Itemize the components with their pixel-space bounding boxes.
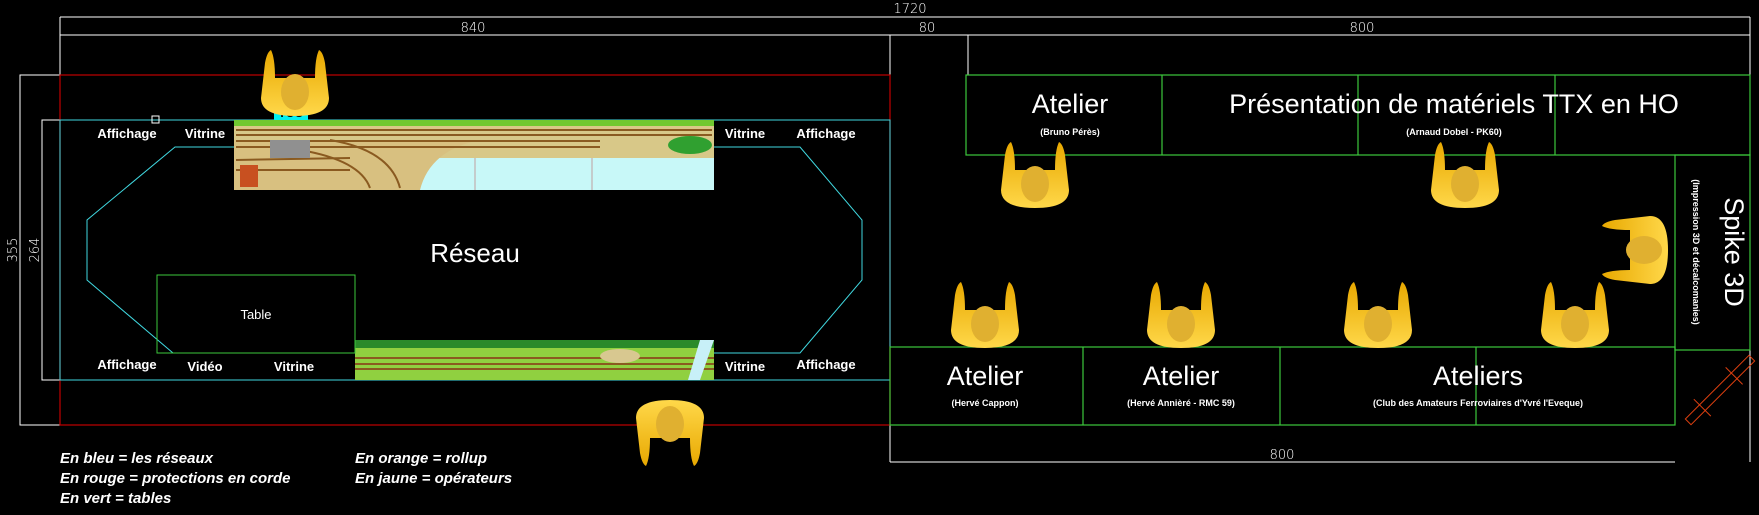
operator-icon <box>636 400 704 466</box>
stand-title: Atelier <box>1143 361 1220 391</box>
table-label: Table <box>240 307 271 322</box>
network-track-right <box>714 146 863 354</box>
operator-icon <box>1602 216 1668 284</box>
label-affichage: Affichage <box>796 126 855 141</box>
operator-icon <box>1344 282 1412 348</box>
network-title: Réseau <box>430 238 520 268</box>
rollup-icon <box>1684 354 1756 426</box>
dim-right-bottom: 800 <box>1270 448 1295 463</box>
layout-bottom-image <box>355 340 714 380</box>
dim-total: 1720 <box>893 2 926 17</box>
dim-right-top: 800 <box>1350 21 1375 36</box>
stand-title: Atelier <box>1032 89 1109 119</box>
label-affichage: Affichage <box>97 357 156 372</box>
dim-height-outer: 355 <box>6 238 21 263</box>
stand-subtitle: (Hervé Cappon) <box>951 398 1018 408</box>
stand-tables <box>889 74 1751 426</box>
operator-icon <box>951 282 1019 348</box>
table-area <box>156 274 356 354</box>
dim-left: 840 <box>461 21 486 36</box>
layout-top-image <box>234 120 714 190</box>
dim-height-inner: 264 <box>28 238 43 263</box>
stand-subtitle: (Hervé Annièré - RMC 59) <box>1127 398 1235 408</box>
label-video: Vidéo <box>187 359 222 374</box>
legend-item: En bleu = les réseaux <box>60 450 214 467</box>
operator-icon <box>1147 282 1215 348</box>
legend-item: En jaune = opérateurs <box>355 470 512 487</box>
stand-title: Atelier <box>947 361 1024 391</box>
label-vitrine: Vitrine <box>725 359 765 374</box>
label-affichage: Affichage <box>796 357 855 372</box>
label-affichage: Affichage <box>97 126 156 141</box>
operator-icon <box>1431 142 1499 208</box>
dim-gap: 80 <box>919 21 936 36</box>
operator-icon <box>261 50 329 116</box>
stand-subtitle: (Club des Amateurs Ferroviaires d'Yvré l… <box>1373 398 1583 408</box>
legend-item: En rouge = protections en corde <box>60 470 290 487</box>
stand-title: Spike 3D <box>1719 197 1749 307</box>
stand-subtitle: (Arnaud Dobel - PK60) <box>1406 127 1502 137</box>
cursor-marker <box>151 115 160 124</box>
legend-item: En orange = rollup <box>355 450 487 467</box>
stand-subtitle: (Bruno Pérès) <box>1040 127 1100 137</box>
label-vitrine: Vitrine <box>185 126 225 141</box>
stand-title: Présentation de matériels TTX en HO <box>1229 89 1679 119</box>
operator-icon <box>1541 282 1609 348</box>
operator-icon <box>1001 142 1069 208</box>
label-vitrine: Vitrine <box>725 126 765 141</box>
stand-title: Ateliers <box>1433 361 1523 391</box>
label-vitrine: Vitrine <box>274 359 314 374</box>
stand-subtitle: (Impression 3D et décalcomanies) <box>1691 179 1701 325</box>
legend-item: En vert = tables <box>60 490 171 507</box>
